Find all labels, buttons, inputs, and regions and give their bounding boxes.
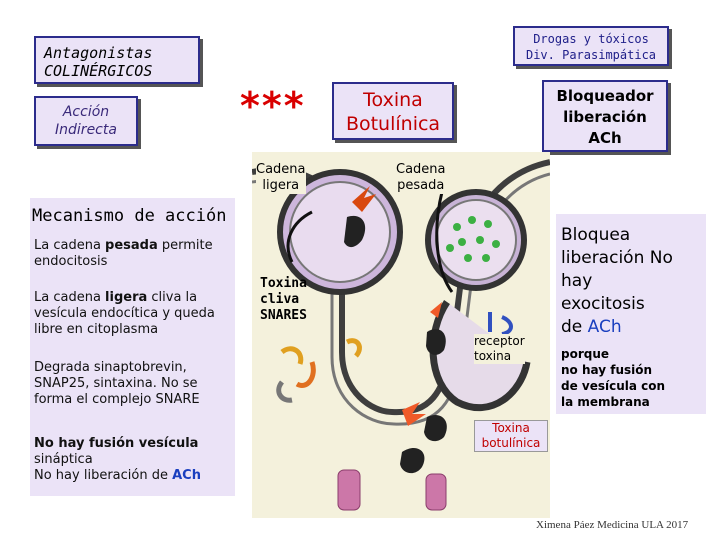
receptor-line2: toxina <box>474 349 512 363</box>
cadena-pesada-line2: pesada <box>397 178 445 193</box>
cadena-pesada-line1: Cadena <box>396 162 446 177</box>
mecanismo-panel <box>30 198 235 496</box>
drogas-line1: Drogas y tóxicos <box>533 32 649 46</box>
p2-pre: La cadena <box>34 290 106 305</box>
indirecta-label: Indirecta <box>55 122 117 138</box>
toxina-bot-line2: botulínica <box>481 436 541 450</box>
mecanismo-p2: La cadena ligera cliva la vesícula endoc… <box>34 290 232 338</box>
porque-line2: no hay fusión <box>561 363 653 377</box>
drogas-line2: Div. Parasimpática <box>525 48 657 62</box>
endocytic-vesicle-inner <box>289 181 391 283</box>
porque-line4: la membrana <box>561 395 650 409</box>
toxina-botulinica-title-box: Toxina Botulínica <box>332 82 454 140</box>
bloqueador-box: Bloqueador liberación ACh <box>542 80 668 152</box>
postsynaptic-receptors <box>337 469 447 511</box>
bloquea-text: Bloquea liberación No hay exocitosis de … <box>561 224 699 339</box>
cadena-ligera-line1: Cadena <box>256 162 306 177</box>
bloquea-line4: exocitosis <box>561 294 645 314</box>
toxina-botulinica-label: Toxina botulínica <box>474 420 548 452</box>
bloquea-line1: Bloquea <box>561 225 631 245</box>
stars-marker: *** <box>240 84 306 128</box>
mecanismo-title: Mecanismo de acción <box>32 206 227 226</box>
p1-bold: pesada <box>105 238 158 253</box>
p1-post: permite endocitosis <box>34 238 213 269</box>
bloquea-line3: hay <box>561 271 593 291</box>
title-antagonistas-box: Antagonistas COLINÉRGICOS <box>34 36 200 84</box>
p2-bold: ligera <box>105 290 148 305</box>
ach-dots <box>446 216 500 262</box>
mecanismo-p3: Degrada sinaptobrevin, SNAP25, sintaxina… <box>34 360 200 407</box>
accion-indirecta-box: Acción Indirecta <box>34 96 138 146</box>
mecanismo-p4: No hay fusión vesícula sináptica No hay … <box>34 436 232 484</box>
toxina-cliva-label: Toxina cliva SNARES <box>260 276 307 324</box>
snare-fragments <box>276 338 362 403</box>
bloquea-ach: ACh <box>587 317 622 337</box>
cadena-ligera-line2: ligera <box>262 178 300 193</box>
bloqueador-line2: liberación <box>563 108 647 126</box>
toxina-title-line2: Botulínica <box>345 113 441 135</box>
p4-bold: No hay fusión vesícula <box>34 436 199 451</box>
receptor-toxina-label: receptor toxina <box>474 334 525 364</box>
porque-text: porque no hay fusión de vesícula con la … <box>561 346 701 410</box>
toxina-bot-line1: Toxina <box>492 421 530 435</box>
porque-line1: porque <box>561 347 610 361</box>
bloquea-line5-pre: de <box>561 317 588 337</box>
title-antagonistas: Antagonistas <box>44 44 153 62</box>
cadena-ligera-label: Cadena ligera <box>256 162 306 194</box>
bloqueador-line1: Bloqueador <box>556 87 654 105</box>
toxina-cliva-line2: cliva <box>260 292 300 307</box>
footer-credit: Ximena Páez Medicina ULA 2017 <box>536 519 689 531</box>
title-colinergicos: COLINÉRGICOS <box>44 62 153 80</box>
toxina-title-line1: Toxina <box>363 89 423 111</box>
bloquea-line2: liberación No <box>561 248 673 268</box>
right-panel <box>556 214 706 414</box>
bloqueador-line3: ACh <box>588 129 622 147</box>
toxin-molecules <box>344 215 447 474</box>
cadena-pesada-label: Cadena pesada <box>396 162 446 194</box>
p2-post: cliva la vesícula endocítica y queda lib… <box>34 290 215 337</box>
process-arrows <box>286 191 454 293</box>
p4-line2: sináptica <box>34 452 93 467</box>
mecanismo-p1: La cadena pesada permite endocitosis <box>34 238 232 270</box>
toxin-receptor <box>488 312 513 336</box>
accion-label: Acción <box>62 104 110 120</box>
p4-ach: ACh <box>172 468 201 483</box>
p1-pre: La cadena <box>34 238 106 253</box>
toxina-cliva-line1: Toxina <box>260 276 307 291</box>
toxina-cliva-line3: SNARES <box>260 308 307 323</box>
drogas-toxicos-box: Drogas y tóxicos Div. Parasimpática <box>513 26 669 66</box>
porque-line3: de vesícula con <box>561 379 666 393</box>
receptor-line1: receptor <box>474 334 525 348</box>
red-arrows <box>352 186 442 426</box>
p4-line3-pre: No hay liberación de <box>34 468 173 483</box>
